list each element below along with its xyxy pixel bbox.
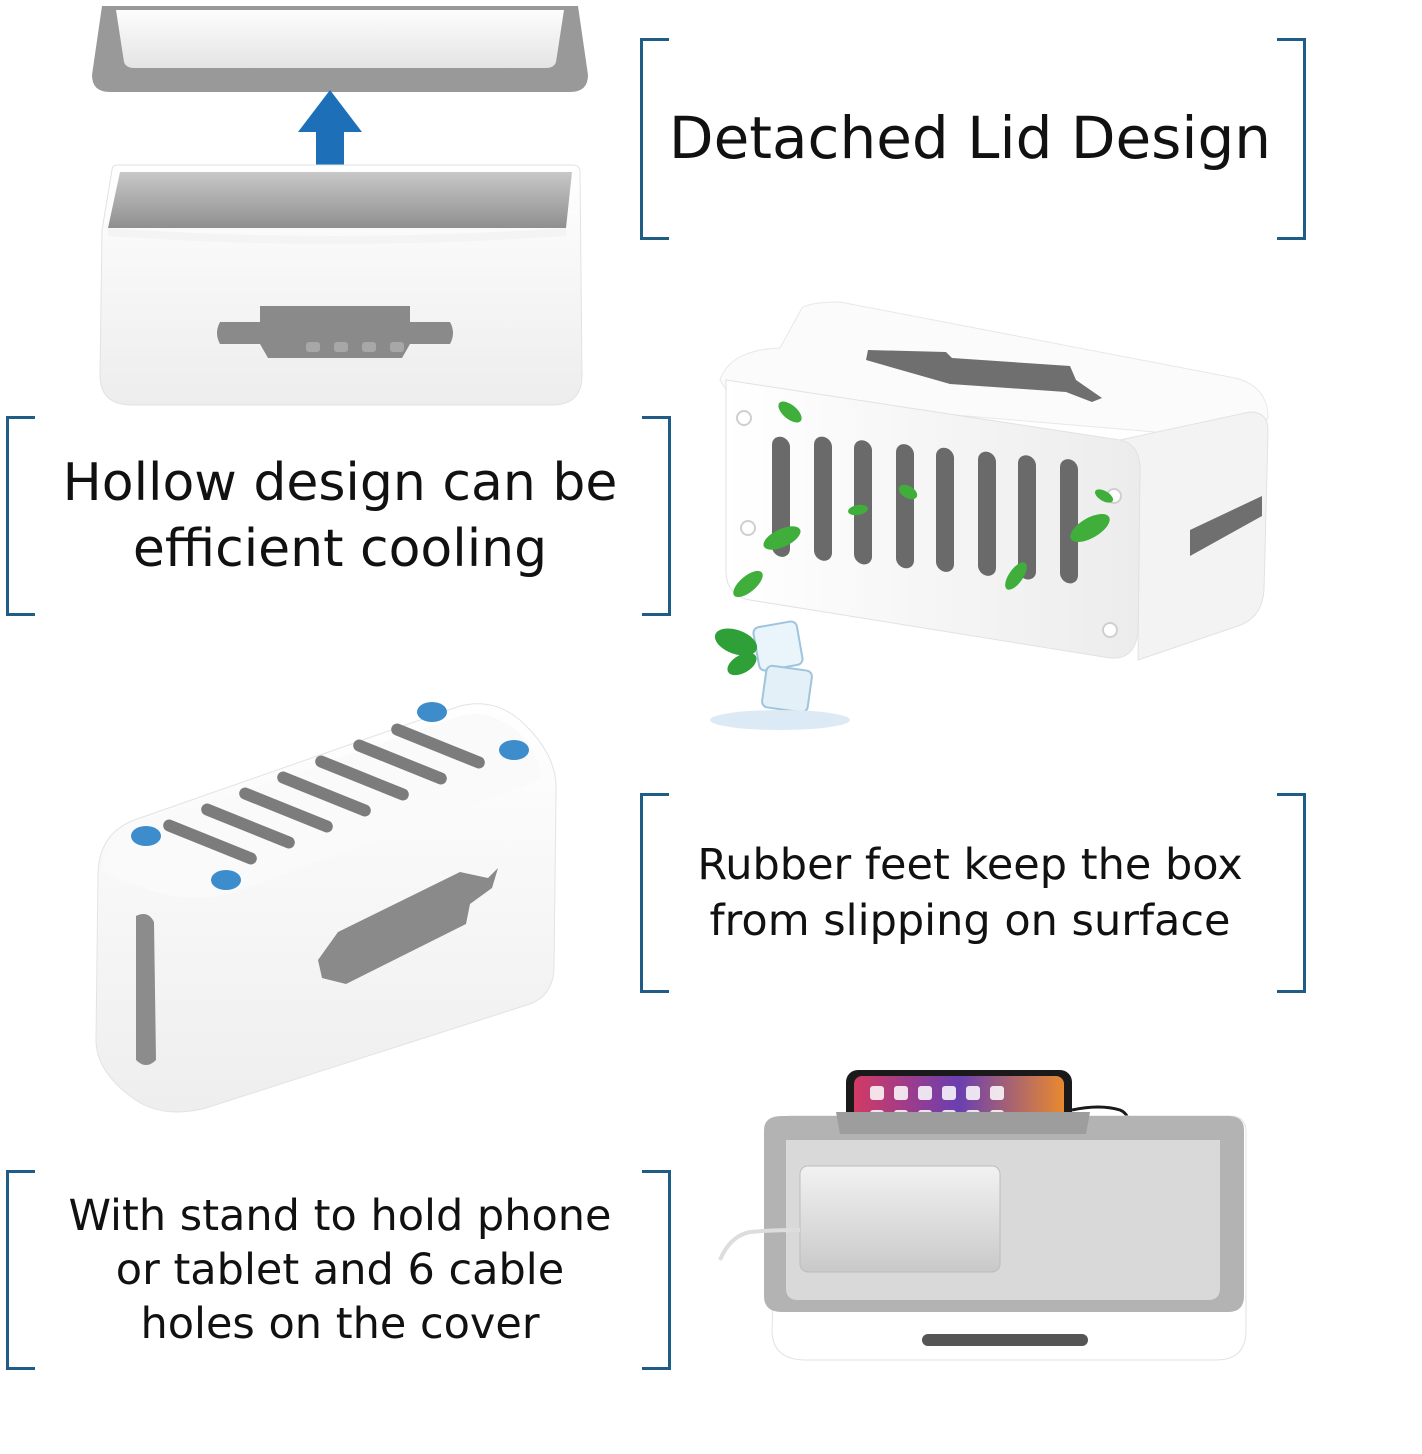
stand-box-illustration <box>718 1070 1247 1361</box>
feet-caption: Rubber feet keep the box from slipping o… <box>697 840 1243 946</box>
right-bracket <box>642 1170 671 1370</box>
mint-leaf-icon <box>733 401 1114 598</box>
right-bracket <box>1277 793 1306 993</box>
left-bracket <box>640 38 669 240</box>
left-bracket <box>6 416 35 616</box>
cooling-caption: Hollow design can be efficient cooling <box>62 453 618 579</box>
rubber-feet-illustration <box>95 702 557 1113</box>
rubber-feet-icon <box>131 702 529 890</box>
detached-lid-illustration <box>92 6 588 406</box>
left-bracket <box>6 1170 35 1370</box>
left-bracket <box>640 793 669 993</box>
right-bracket <box>642 416 671 616</box>
power-bank-icon <box>718 1165 1001 1273</box>
right-bracket <box>1277 38 1306 240</box>
hollow-box-illustration <box>710 301 1269 730</box>
lid-caption: Detached Lid Design <box>668 104 1272 172</box>
ice-cube-icon <box>710 620 850 730</box>
stand-caption: With stand to hold phone or tablet and 6… <box>68 1191 612 1349</box>
